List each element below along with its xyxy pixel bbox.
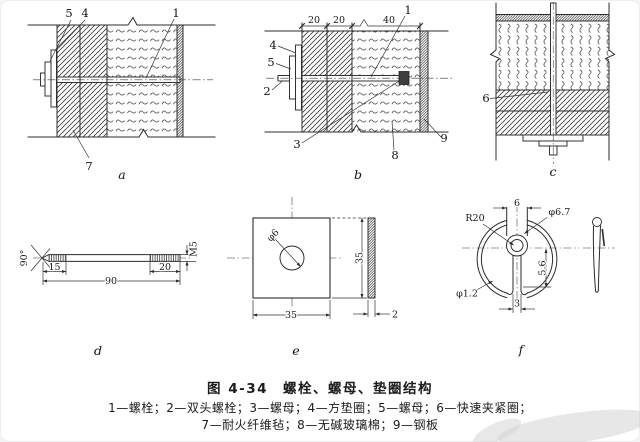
wall-layer-lines — [56, 24, 184, 138]
panel-f: 6 φ6.7 R20 φ1.2 5.6 3 f — [455, 197, 615, 357]
dim-20: 20 — [159, 262, 171, 273]
bolt-head — [40, 72, 46, 87]
callout-9: 9 — [440, 131, 447, 145]
dim-20-right: 20 — [333, 15, 345, 26]
thickness-extensions — [367, 300, 376, 317]
extension-lines — [42, 254, 196, 285]
wall-top-line — [27, 16, 216, 26]
panel-e-letter: e — [292, 343, 299, 358]
dim-radius: R20 — [465, 213, 484, 224]
panel-e: φ6 35 35 2 e — [227, 197, 399, 358]
right-edge-line — [604, 2, 616, 161]
engineering-drawing: 5 4 1 7 a 20 20 40 4 5 2 — [18, 2, 616, 358]
side-view-wire — [592, 225, 602, 293]
nut — [44, 61, 52, 97]
center-hole — [510, 239, 524, 252]
callout-5: 5 — [267, 55, 274, 69]
dim-thickness: 2 — [392, 310, 398, 321]
dim-m5: M5 — [189, 241, 200, 257]
hole-leader — [270, 234, 301, 267]
square-washer — [295, 44, 302, 111]
leader-line — [489, 91, 549, 99]
dim-width: 35 — [285, 310, 297, 321]
panel-a: 5 4 1 7 a — [27, 6, 216, 182]
nut — [289, 55, 296, 100]
panel-a-letter: a — [118, 167, 125, 182]
dim-height: 35 — [355, 252, 366, 264]
panel-c-letter: c — [549, 164, 556, 179]
callout-8: 8 — [391, 148, 398, 162]
ring-inner — [480, 224, 554, 294]
panel-b-letter: b — [354, 167, 362, 182]
dimension-line — [302, 18, 420, 27]
dim-20-left: 20 — [308, 15, 320, 26]
left-thread — [49, 254, 66, 262]
callout-3: 3 — [293, 137, 300, 151]
steel-plate-section — [420, 31, 428, 132]
side-view-stub — [601, 228, 606, 247]
square-washer — [50, 49, 57, 108]
hole-leader — [524, 217, 548, 234]
dimension-ticks — [298, 22, 424, 30]
dim-slot-top: 6 — [514, 198, 520, 209]
dim-40: 40 — [383, 15, 395, 26]
dim-hole: φ6.7 — [549, 207, 571, 218]
washer-side-view — [367, 217, 376, 299]
callout-1: 1 — [404, 3, 411, 17]
figure-legend-line2: 7—耐火纤维毡；8—无碱玻璃棉；9—钢板 — [201, 418, 439, 432]
extension-lines — [252, 297, 367, 319]
wall-layer-lines — [301, 22, 429, 133]
dim-depth: 5.6 — [538, 260, 549, 275]
leader-lines — [49, 18, 175, 159]
wire-leader — [474, 280, 493, 292]
right-thread — [150, 254, 180, 262]
dim-angle: 90° — [19, 250, 30, 267]
callout-2: 2 — [263, 84, 270, 98]
wall-bottom-line — [264, 124, 449, 133]
glass-wool-section — [352, 31, 420, 132]
callout-5: 5 — [65, 6, 72, 20]
thread-boundaries — [48, 254, 151, 262]
radius-leader — [482, 223, 514, 246]
dim-slot-bottom: 3 — [514, 299, 520, 310]
panel-f-letter: f — [518, 342, 526, 357]
callout-4: 4 — [269, 38, 276, 52]
callout-6: 6 — [482, 91, 489, 105]
leader-lines — [271, 15, 442, 151]
dim-wire: φ1.2 — [456, 289, 478, 300]
slot-extensions — [512, 294, 522, 313]
callout-7: 7 — [85, 159, 92, 173]
wall-bottom-line — [27, 128, 216, 138]
dim-15: 15 — [48, 262, 60, 273]
figure-title: 图 4-34 螺栓、螺母、垫圈结构 — [207, 381, 433, 397]
panel-c: 6 c — [482, 2, 616, 179]
callout-1: 1 — [172, 6, 179, 20]
callout-4: 4 — [81, 6, 88, 20]
dim-90: 90 — [105, 276, 117, 287]
side-view-eye — [592, 217, 602, 227]
bottom-channel — [506, 254, 529, 296]
center-washer-outer — [506, 234, 528, 257]
panel-d: 90° 15 20 90 M5 d — [18, 240, 201, 358]
figure-legend-line1: 1—螺栓；2—双头螺栓；3—螺母；4—方垫圈；5—螺母；6—快速夹紧圈； — [108, 401, 532, 415]
figure-caption: 图 4-34 螺栓、螺母、垫圈结构 1—螺栓；2—双头螺栓；3—螺母；4—方垫圈… — [0, 377, 640, 434]
ring-outer — [476, 219, 558, 299]
panel-b: 20 20 40 4 5 2 1 3 8 9 b — [263, 3, 452, 182]
left-edge-line — [489, 2, 501, 161]
panel-d-letter: d — [94, 343, 102, 358]
chamfer-angle-lines — [30, 244, 51, 272]
